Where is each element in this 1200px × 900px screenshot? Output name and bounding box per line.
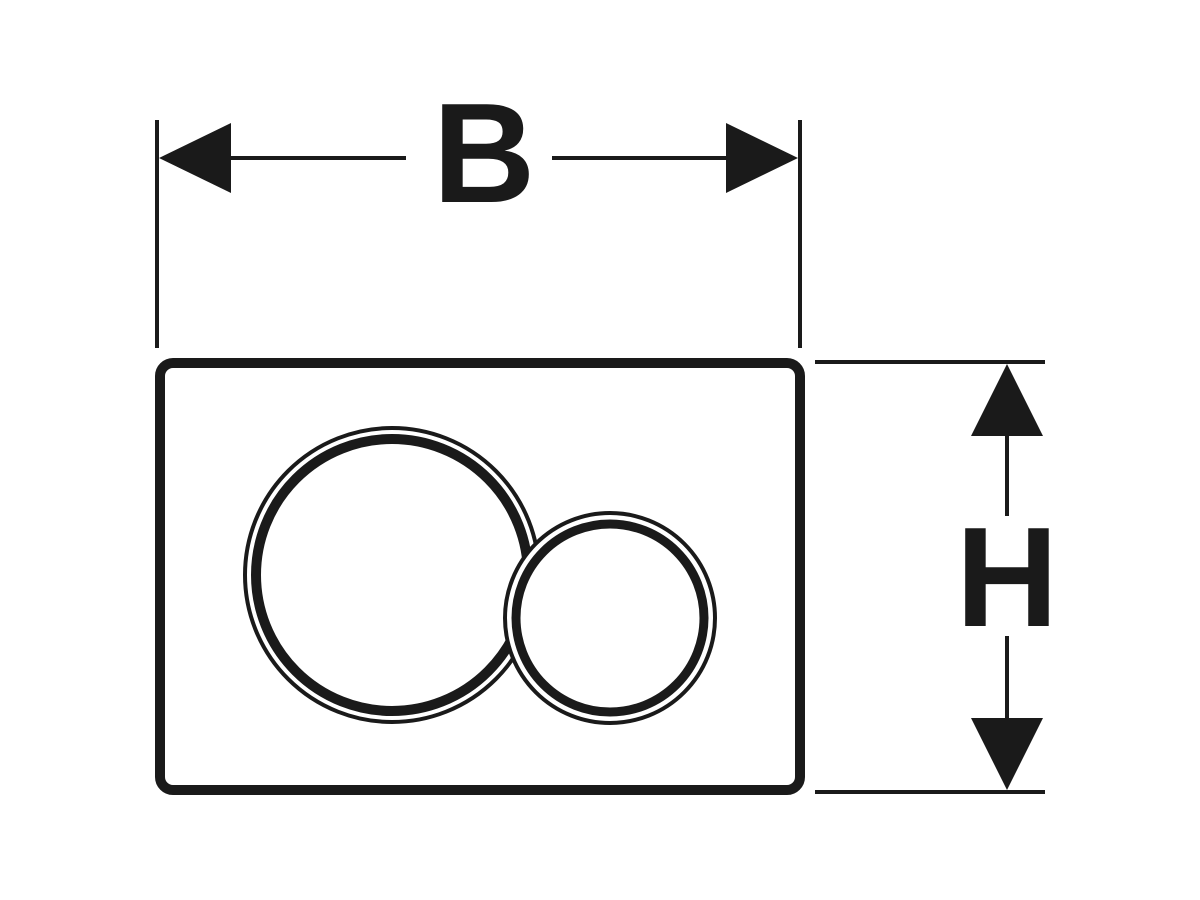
- flush-plate-group: [155, 358, 805, 795]
- small-button-inner-ring: [511, 519, 709, 717]
- large-button-inner-ring: [251, 434, 533, 716]
- width-dimension-group: B: [155, 74, 802, 348]
- height-dimension-group: H: [815, 360, 1059, 794]
- arrow-down-icon: [971, 718, 1043, 790]
- width-dimension-label: B: [433, 74, 536, 233]
- arrow-left-icon: [159, 123, 231, 193]
- height-dimension-label: H: [956, 498, 1059, 657]
- arrow-up-icon: [971, 364, 1043, 436]
- arrow-right-icon: [726, 123, 798, 193]
